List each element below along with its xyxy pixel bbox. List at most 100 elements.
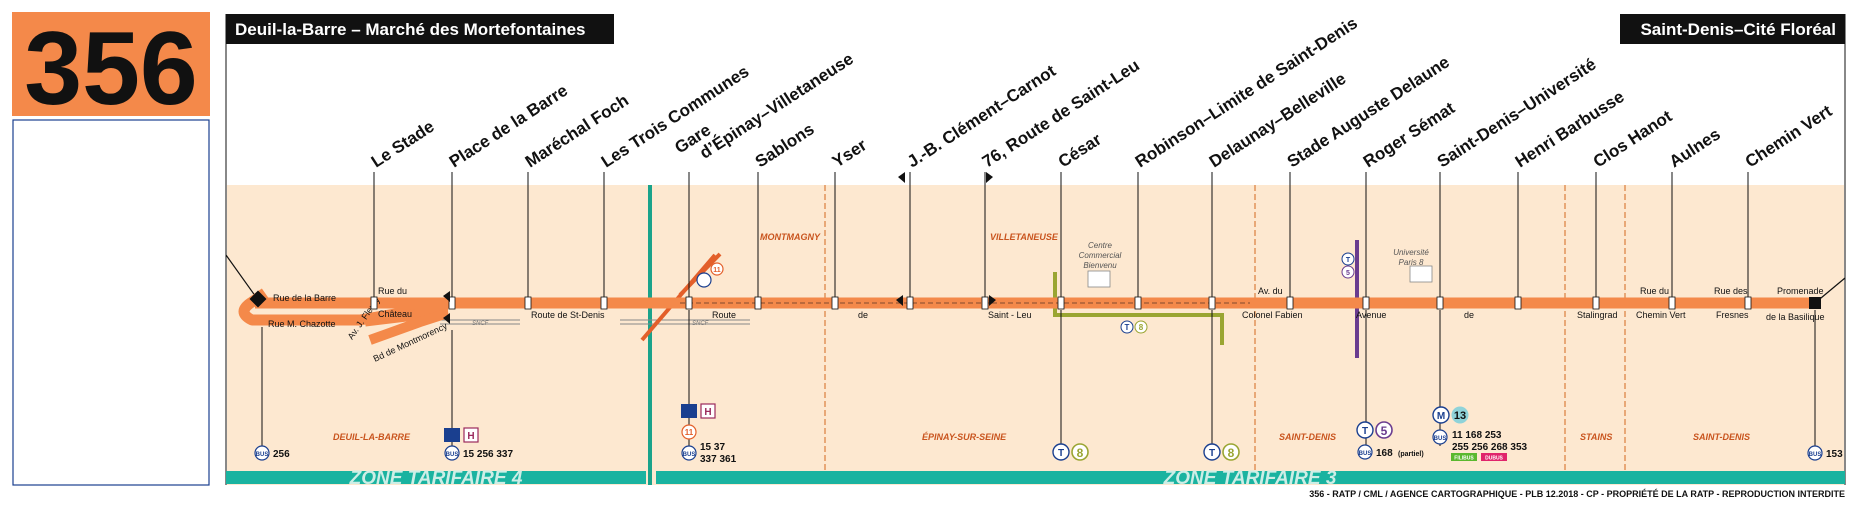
origin-name: Deuil-la-Barre – Marché des Mortefontain… xyxy=(235,20,585,39)
stop-marker[interactable] xyxy=(981,296,989,310)
svg-text:T: T xyxy=(1058,448,1064,459)
gare-tram-line: 11 xyxy=(685,428,694,437)
deuil-bus-lines: 256 xyxy=(273,449,290,460)
stop-marker[interactable] xyxy=(600,296,608,310)
commune-saint-denis-1: SAINT-DENIS xyxy=(1279,432,1336,442)
street-fresnes: Fresnes xyxy=(1716,310,1749,320)
zone-3-bar xyxy=(656,471,1845,484)
map-background xyxy=(227,185,1844,485)
commune-deuil: DEUIL-LA-BARRE xyxy=(333,432,411,442)
street-chateau: Château xyxy=(378,309,412,319)
svg-text:BUS: BUS xyxy=(683,452,696,458)
stop-name: Le Stade xyxy=(368,117,438,172)
shopping-icon xyxy=(1087,270,1111,288)
commune-boundaries xyxy=(824,185,1626,475)
dubus-label: DUBUS xyxy=(1485,456,1503,462)
stop-marker[interactable] xyxy=(1057,296,1065,310)
stop-marker[interactable] xyxy=(524,296,532,310)
filbleu-badge xyxy=(1451,453,1477,461)
stop-marker[interactable] xyxy=(754,296,762,310)
zone-boundary xyxy=(648,185,652,485)
arrow-left-3 xyxy=(443,291,450,302)
svg-text:T: T xyxy=(1125,323,1130,332)
univ-bus-lines-2: 255 256 268 353 xyxy=(1452,442,1528,453)
destination-name: Saint-Denis–Cité Floréal xyxy=(1640,20,1836,39)
stop-name: Les Trois Communes xyxy=(598,62,753,172)
stop-marker[interactable] xyxy=(1744,296,1752,310)
blank-panel xyxy=(12,119,210,486)
gare-bus-lines-1: 15 37 xyxy=(700,442,725,453)
svg-text:T: T xyxy=(1362,426,1368,437)
origin-diagonal xyxy=(225,254,257,298)
svg-text:H: H xyxy=(704,407,711,418)
svg-text:BUS: BUS xyxy=(1434,436,1447,442)
arrow-left-2 xyxy=(898,172,905,183)
street-avenue: Avenue xyxy=(1356,310,1386,320)
semat-bus-note: (partiel) xyxy=(1398,451,1424,458)
univ-line-2: Paris 8 xyxy=(1399,258,1424,267)
street-basilique: de la Basilique xyxy=(1766,312,1825,322)
barre-bus-lines: 15 256 337 xyxy=(463,449,513,460)
line-number-box xyxy=(12,12,210,116)
svg-text:H: H xyxy=(467,431,474,442)
zone-3-label: ZONE TARIFAIRE 3 xyxy=(1163,468,1337,489)
stop-name: Aulnes xyxy=(1666,125,1724,172)
stop-marker[interactable] xyxy=(906,296,914,310)
svg-text:T: T xyxy=(1346,257,1351,264)
street-rue-du-1: Rue du xyxy=(378,286,407,296)
hospital-icon-barre xyxy=(463,427,479,443)
origin-terminus-marker xyxy=(249,290,267,308)
stop-marker[interactable] xyxy=(1436,296,1444,310)
street-de-2: de xyxy=(1464,310,1474,320)
semat-bus-lines: 168 xyxy=(1376,448,1393,459)
zone-4-bar xyxy=(226,471,646,484)
train-icon-barre xyxy=(444,428,460,442)
dubus-badge xyxy=(1481,453,1507,461)
stop-marker[interactable] xyxy=(1668,296,1676,310)
street-rue-des: Rue des xyxy=(1714,286,1748,296)
stop-marker[interactable] xyxy=(448,296,456,310)
street-route-st-denis: Route de St-Denis xyxy=(531,310,605,320)
arrow-left-1 xyxy=(896,295,903,306)
street-chemin-vert: Chemin Vert xyxy=(1636,310,1686,320)
street-colonel-fabien: Colonel Fabien xyxy=(1242,310,1303,320)
delaunay-tram-line: 8 xyxy=(1228,446,1235,460)
cesar-tram-line: 8 xyxy=(1077,446,1084,460)
stop-marker[interactable] xyxy=(1208,296,1216,310)
stop-marker[interactable] xyxy=(1362,296,1370,310)
street-de-1: de xyxy=(858,310,868,320)
stop-marker[interactable] xyxy=(1134,296,1142,310)
univ-metro-line: 13 xyxy=(1454,410,1466,422)
stop-marker[interactable] xyxy=(1592,296,1600,310)
svg-text:BUS: BUS xyxy=(256,452,269,458)
svg-text:BUS: BUS xyxy=(1809,452,1822,458)
gare-tram-cross-label: 11 xyxy=(713,267,721,274)
university-icon xyxy=(1409,265,1433,283)
stop-name: Yser xyxy=(829,135,871,171)
stop-name: César xyxy=(1055,129,1105,171)
street-route: Route xyxy=(712,310,736,320)
commune-villetaneuse: VILLETANEUSE xyxy=(990,232,1059,242)
sncf-label-1: SNCF xyxy=(472,321,489,327)
stop-marker[interactable] xyxy=(1286,296,1294,310)
stop-marker[interactable] xyxy=(370,296,378,310)
stop-marker[interactable] xyxy=(685,296,693,310)
stop-marker[interactable] xyxy=(831,296,839,310)
univ-bus-lines-1: 11 168 253 xyxy=(1452,430,1502,441)
arrow-right-2 xyxy=(986,172,993,183)
street-rue-chazotte: Rue M. Chazotte xyxy=(268,319,336,329)
train-icon-gare xyxy=(681,404,697,418)
origin-header xyxy=(226,14,614,44)
stop-name: Chemin Vert xyxy=(1742,101,1836,171)
tram-5-mid-label: 5 xyxy=(1346,270,1350,277)
zone-4-label: ZONE TARIFAIRE 4 xyxy=(349,468,523,489)
tram-8-mid-label: 8 xyxy=(1139,323,1144,332)
arrow-left-4 xyxy=(443,313,450,324)
street-stalingrad: Stalingrad xyxy=(1577,310,1618,320)
stop-marker[interactable] xyxy=(1514,296,1522,310)
destination-terminus-marker xyxy=(1809,297,1821,309)
univ-line-1: Université xyxy=(1393,248,1429,257)
svg-text:BUS: BUS xyxy=(446,452,459,458)
street-rue-du-2: Rue du xyxy=(1640,286,1669,296)
